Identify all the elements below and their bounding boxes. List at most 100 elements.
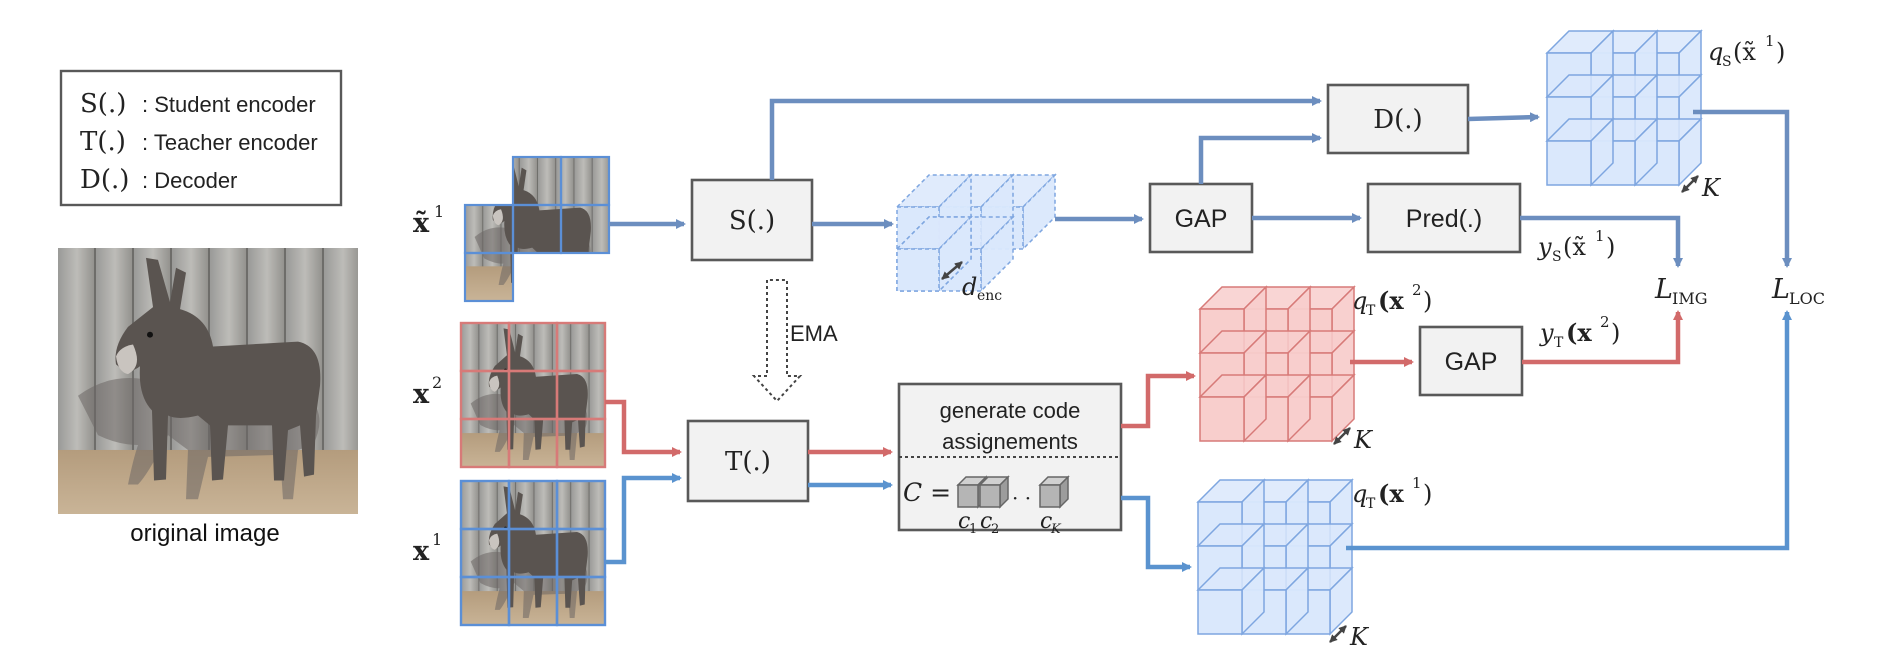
patches-x-1-image xyxy=(461,481,606,626)
qT-x2-cube-r2-c0 xyxy=(1198,373,1268,443)
patches-x-2-image xyxy=(461,323,606,468)
svg-text:1: 1 xyxy=(434,202,444,221)
svg-text:S: S xyxy=(1552,249,1562,265)
svg-text:K: K xyxy=(1353,426,1374,454)
dim-K-bottom: K xyxy=(1329,623,1370,651)
code-assignment-box: generate code assignements C = · · c 1 c… xyxy=(897,382,1123,537)
dim-K-red: K xyxy=(1333,426,1374,454)
label-qT-x2: q T (x 2 ) xyxy=(1352,281,1432,319)
svg-text:1: 1 xyxy=(1765,32,1775,50)
svg-text:L: L xyxy=(1654,274,1673,305)
svg-text:y: y xyxy=(1537,233,1552,261)
arrow-gap-to-decoder xyxy=(1198,133,1322,184)
original-image-caption: original image xyxy=(130,520,279,547)
arrow-pred-to-limg xyxy=(1520,215,1683,268)
legend: S(.) : Student encoder T(.) : Teacher en… xyxy=(59,69,343,207)
codebook-C-label: C = xyxy=(903,478,951,507)
svg-text:S: S xyxy=(1722,54,1732,70)
ema-label: EMA xyxy=(790,321,838,346)
svg-text:(x̃: (x̃ xyxy=(1563,233,1586,261)
teacher-encoder-label: T(.) xyxy=(725,447,771,477)
code-cube-cK xyxy=(1038,475,1070,509)
svg-text:LOC: LOC xyxy=(1789,289,1825,308)
legend-symbol-teacher: T(.) xyxy=(80,127,126,157)
svg-text:): ) xyxy=(1611,319,1620,347)
svg-text:y: y xyxy=(1539,319,1554,347)
arrow-x2-to-teacher xyxy=(605,399,682,457)
svg-text:): ) xyxy=(1423,287,1432,315)
svg-text:K: K xyxy=(1349,623,1370,651)
legend-symbol-student: S(.) xyxy=(80,89,126,119)
ema-arrow: EMA xyxy=(751,279,838,403)
arrow-code-to-qT1 xyxy=(1121,495,1192,572)
label-yT: y T (x 2 ) xyxy=(1539,313,1620,351)
legend-text-student: : Student encoder xyxy=(142,92,316,117)
svg-text:q: q xyxy=(1708,38,1723,66)
svg-text:1: 1 xyxy=(432,530,442,549)
code-assignment-line1: generate code xyxy=(940,398,1081,423)
code-c2-label: c xyxy=(980,509,992,534)
arrow-code-to-qT2 xyxy=(1121,371,1196,429)
legend-box xyxy=(59,69,343,207)
label-qT-x1: q T (x 1 ) xyxy=(1352,474,1432,512)
pred-box: Pred(.) xyxy=(1366,182,1522,254)
svg-text:2: 2 xyxy=(1412,281,1422,299)
arrow-student-to-decoder xyxy=(769,96,1322,180)
code-c1-sub: 1 xyxy=(969,522,977,537)
svg-text:): ) xyxy=(1423,480,1432,508)
code-assignment-line2: assignements xyxy=(942,429,1078,454)
loss-loc: L LOC xyxy=(1771,274,1825,308)
view-label-x-2: x 2 xyxy=(413,373,442,410)
arrow-gap-to-limg xyxy=(1522,310,1683,365)
svg-text:q: q xyxy=(1352,480,1367,508)
student-encoder-label: S(.) xyxy=(729,206,775,236)
patches-x-2 xyxy=(459,321,607,469)
pred-label: Pred(.) xyxy=(1406,205,1482,233)
qT-x1-cube-r2-c0 xyxy=(1196,566,1266,636)
qS-cube-r2-c0 xyxy=(1545,117,1615,187)
svg-text:2: 2 xyxy=(1600,313,1610,331)
svg-text:x̃: x̃ xyxy=(413,208,430,239)
code-c1-label: c xyxy=(958,509,970,534)
svg-text:T: T xyxy=(1366,496,1376,512)
arrows xyxy=(605,96,1792,572)
svg-text:d: d xyxy=(962,273,977,301)
svg-text:L: L xyxy=(1771,274,1790,305)
patches-x-tilde-1 xyxy=(463,155,611,303)
patches-x-1 xyxy=(459,479,607,627)
svg-text:2: 2 xyxy=(432,373,442,392)
code-cK-sub: K xyxy=(1050,522,1062,537)
decoder-box: D(.) xyxy=(1326,83,1470,155)
svg-text:x: x xyxy=(413,379,430,410)
arrow-qT1-to-lloc xyxy=(1346,310,1792,551)
code-cube-c2 xyxy=(978,475,1010,509)
svg-text:q: q xyxy=(1352,287,1367,315)
svg-text:T: T xyxy=(1366,303,1376,319)
svg-text:): ) xyxy=(1776,38,1785,66)
svg-text:T: T xyxy=(1554,335,1564,351)
legend-text-teacher: : Teacher encoder xyxy=(142,130,318,155)
view-label-x-tilde-1: x̃ 1 xyxy=(413,202,444,239)
gap-top-box: GAP xyxy=(1148,182,1254,254)
feature-cubes xyxy=(895,29,1703,636)
arrow-x1-to-teacher xyxy=(605,473,682,565)
svg-text:1: 1 xyxy=(1595,227,1605,245)
gap-bottom-label: GAP xyxy=(1445,348,1498,376)
svg-text:enc: enc xyxy=(977,288,1002,304)
legend-text-decoder: : Decoder xyxy=(142,168,237,193)
label-yS: y S (x̃ 1 ) xyxy=(1537,227,1615,265)
view-label-x-1: x 1 xyxy=(413,530,442,567)
svg-text:IMG: IMG xyxy=(1672,289,1707,308)
svg-text:(x: (x xyxy=(1378,479,1404,508)
decoder-label: D(.) xyxy=(1373,105,1422,135)
student-encoder-box: S(.) xyxy=(690,178,814,262)
svg-text:(x̃: (x̃ xyxy=(1733,38,1756,66)
svg-text:K: K xyxy=(1701,174,1722,202)
gap-top-label: GAP xyxy=(1175,205,1228,233)
teacher-encoder-box: T(.) xyxy=(686,419,810,503)
arrow-qS-to-lloc xyxy=(1693,109,1792,268)
svg-text:): ) xyxy=(1606,233,1615,261)
donkey-photo xyxy=(58,248,358,514)
dim-d-enc: d enc xyxy=(941,261,1002,304)
